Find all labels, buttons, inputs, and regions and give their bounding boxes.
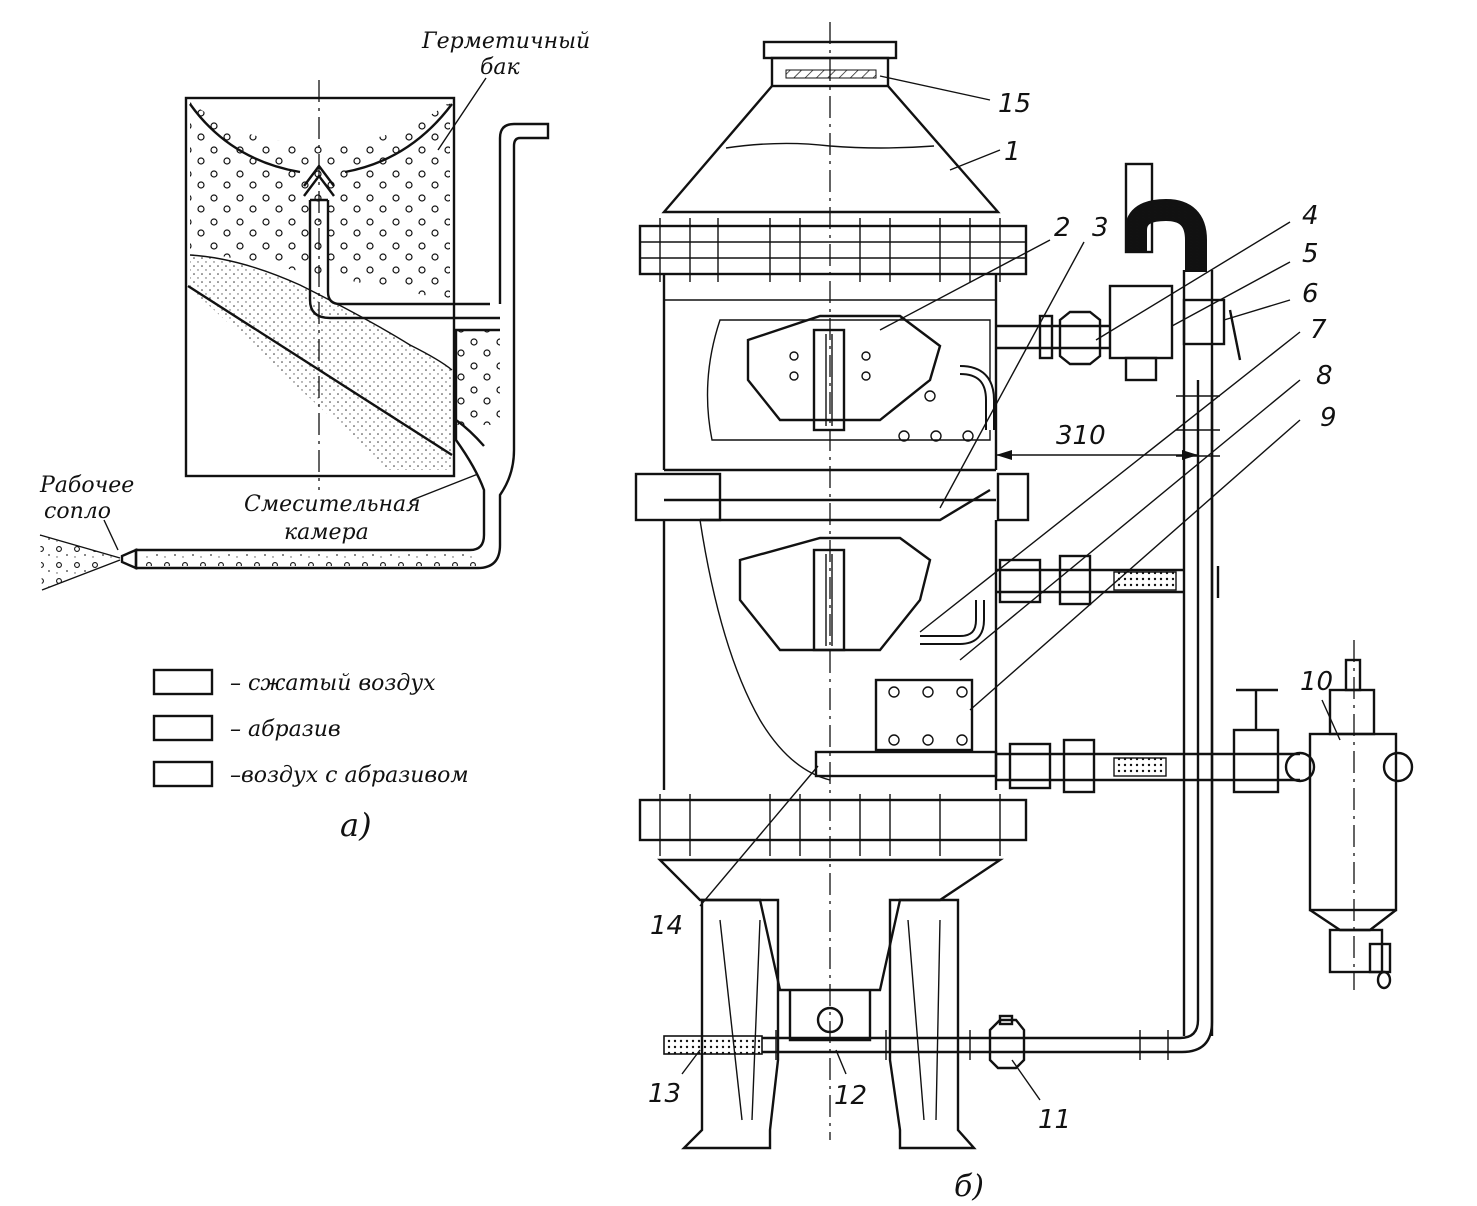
part-a-scheme: Герметичный бак Рабочее сопло Смесительн… [39, 29, 590, 844]
legend-compressed-air: – сжатый воздух [230, 671, 436, 696]
hose-13 [663, 1035, 763, 1055]
nozzle-label-line2: сопло [44, 499, 111, 524]
callout-1: 1 [1004, 137, 1021, 167]
legend-air-abrasive: –воздух с абразивом [230, 763, 469, 788]
divider-cone [700, 488, 991, 522]
supply-pipe [134, 122, 550, 570]
right-leg [888, 898, 977, 1150]
mixed-flow [140, 552, 480, 566]
bracket-plate [874, 678, 974, 752]
tank-label-line2: бак [480, 55, 521, 80]
callout-6: 6 [1302, 279, 1319, 309]
hopper-cone [661, 85, 1001, 214]
valve-11 [988, 1018, 1026, 1070]
upper-flange [638, 224, 1028, 276]
bottom-flange-bolts [659, 794, 1001, 856]
legend: – сжатый воздух – абразив –воздух с абра… [152, 668, 469, 788]
tank-dome-right [344, 103, 453, 174]
abrasive-fill [190, 255, 452, 470]
callout-4: 4 [1302, 201, 1319, 231]
callout-10: 10 [1300, 667, 1333, 697]
nozzle-label-line1: Рабочее [39, 473, 134, 498]
hose-lower [1113, 757, 1167, 777]
callout-leaders [681, 75, 1341, 1101]
callout-15: 15 [998, 89, 1031, 119]
caption-a: а) [340, 806, 372, 844]
dimension-310: 310 [1056, 421, 1106, 451]
callout-5: 5 [1302, 239, 1319, 269]
callout-7: 7 [1310, 315, 1327, 345]
chamber-label-line1: Смесительная [244, 492, 421, 517]
callout-11: 11 [1038, 1105, 1071, 1135]
legend-swatch-air-abrasive [152, 760, 214, 788]
upper-chamber [662, 274, 998, 470]
lower-valve-body [738, 536, 932, 652]
legend-swatch-compressed-air [152, 668, 214, 696]
upper-cutaway [706, 319, 991, 441]
callout-2: 2 [1054, 213, 1071, 243]
tank-label-line1: Герметичный [421, 29, 590, 54]
callout-9: 9 [1320, 403, 1337, 433]
hose-middle [1113, 571, 1177, 591]
left-leg [681, 898, 780, 1150]
valve-4 [1058, 310, 1102, 366]
chamber-label-line2: камера [284, 520, 369, 545]
callout-13: 13 [648, 1079, 681, 1109]
callout-8: 8 [1316, 361, 1333, 391]
vertical-supply-pipe [1182, 270, 1214, 1036]
legend-swatch-abrasive [152, 714, 214, 742]
sieve-15 [785, 69, 877, 79]
abrasive-surface [189, 254, 453, 371]
callout-14: 14 [650, 911, 683, 941]
lower-chamber [662, 520, 998, 790]
lower-side-line [996, 752, 1300, 782]
middle-flange [634, 472, 722, 522]
legend-abrasive: – абразив [230, 717, 341, 742]
callout-3: 3 [1092, 213, 1109, 243]
part-b-machine: 310 15 1 2 3 4 5 6 7 8 9 10 [634, 22, 1414, 1204]
caption-b: б) [954, 1169, 984, 1204]
valve-5 [1108, 284, 1174, 360]
tank-dome-left [189, 103, 301, 174]
working-nozzle [120, 548, 138, 570]
upper-valve-body [746, 314, 942, 422]
bottom-flange [638, 798, 1028, 842]
upper-flange-bolts [659, 218, 1001, 282]
callout-12: 12 [834, 1081, 867, 1111]
valve-6 [1182, 298, 1226, 346]
sealed-tank [184, 96, 456, 478]
filter-10 [1308, 732, 1398, 912]
tank-slope [187, 284, 453, 457]
mixing-pipe [814, 750, 998, 778]
air-inner-tube [308, 200, 500, 320]
